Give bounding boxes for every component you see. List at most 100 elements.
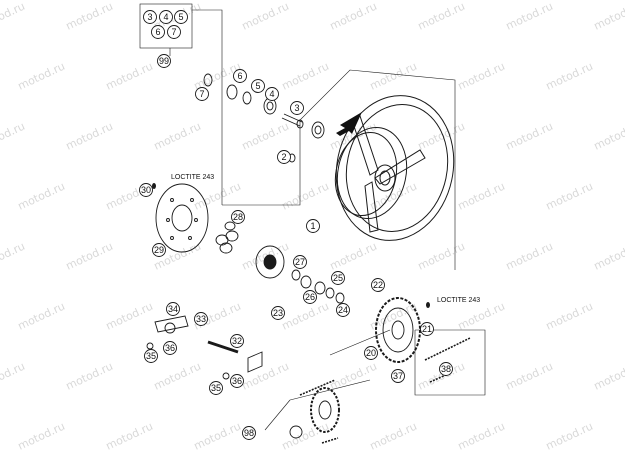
carrier-hub <box>263 254 277 270</box>
chain-adjuster <box>146 315 263 380</box>
callout-26: 26 <box>303 290 317 304</box>
loctite-label: LOCTITE 243 <box>171 174 214 181</box>
callout-circle <box>439 362 453 376</box>
watermark-text: motod.ru <box>240 0 291 33</box>
axle-frame-line <box>192 9 223 205</box>
watermark-text: motod.ru <box>192 180 243 213</box>
watermark-text: motod.ru <box>544 60 595 93</box>
callout-circle <box>242 426 256 440</box>
wheel-hub <box>374 164 396 192</box>
watermark-text: motod.ru <box>152 120 203 153</box>
spacer <box>203 73 213 87</box>
bearing <box>242 91 252 105</box>
callout-25: 25 <box>331 271 345 285</box>
callout-circle <box>420 322 434 336</box>
callout-number: 5 <box>178 12 183 22</box>
adjuster-nut <box>164 322 176 334</box>
chain-box <box>414 329 486 396</box>
callout-21: 21 <box>420 322 434 336</box>
wheel-frame-line <box>222 69 456 270</box>
callout-35: 35 <box>209 381 223 395</box>
callout-2: 2 <box>277 150 291 164</box>
watermark-text: motod.ru <box>368 420 419 453</box>
callout-number: 32 <box>232 336 242 346</box>
callout-circle <box>163 341 177 355</box>
callout-circle <box>194 312 208 326</box>
carrier-seal <box>325 287 335 299</box>
callout-37: 37 <box>391 369 405 383</box>
kit-box <box>139 3 193 49</box>
wheel-hub-bore <box>379 170 391 186</box>
callout-circle <box>277 150 291 164</box>
callout-number: 3 <box>147 12 152 22</box>
screw-part <box>152 183 156 189</box>
callout-circle <box>166 302 180 316</box>
callout-number: 3 <box>294 103 299 113</box>
callout-36: 36 <box>230 374 244 388</box>
watermark-text: motod.ru <box>328 360 379 393</box>
watermark-text: motod.ru <box>280 300 331 333</box>
watermark-text: motod.ru <box>240 360 291 393</box>
watermark-text: motod.ru <box>592 240 625 273</box>
callout-22: 22 <box>371 278 385 292</box>
watermark-text: motod.ru <box>240 120 291 153</box>
callout-6: 6 <box>151 25 165 39</box>
callout-29: 29 <box>152 243 166 257</box>
watermark-text: motod.ru <box>456 180 507 213</box>
seal <box>226 84 238 100</box>
callout-4: 4 <box>159 10 173 24</box>
callout-20: 20 <box>364 346 378 360</box>
callout-circle <box>230 334 244 348</box>
rear-wheel <box>334 95 455 241</box>
callout-circle <box>159 10 173 24</box>
watermark-text: motod.ru <box>280 60 331 93</box>
carrier-body <box>255 245 285 279</box>
sprocket-hub <box>391 320 405 340</box>
watermark-text: motod.ru <box>456 60 507 93</box>
callout-number: 21 <box>422 324 432 334</box>
callout-circle <box>209 381 223 395</box>
disc-hole <box>194 218 198 222</box>
leader-line <box>264 399 291 431</box>
watermark-text: motod.ru <box>504 360 555 393</box>
carrier-spacer <box>291 269 301 281</box>
callout-circle <box>152 243 166 257</box>
callout-number: 30 <box>141 185 151 195</box>
callout-number: 38 <box>441 364 451 374</box>
callout-circle <box>303 290 317 304</box>
watermark-text: motod.ru <box>592 0 625 33</box>
callout-circle <box>144 349 158 363</box>
callout-number: 36 <box>232 376 242 386</box>
callout-38: 38 <box>439 362 453 376</box>
callout-23: 23 <box>271 306 285 320</box>
callout-number: 23 <box>273 308 283 318</box>
wheel-rim-outer <box>335 95 455 241</box>
callout-circle <box>143 10 157 24</box>
callout-number: 29 <box>154 245 164 255</box>
watermark-text: motod.ru <box>0 0 27 33</box>
brake-disc-center <box>171 204 193 232</box>
callout-number: 4 <box>163 12 168 22</box>
sprocket-body <box>382 307 414 353</box>
callout-circle <box>331 271 345 285</box>
callout-3: 3 <box>290 101 304 115</box>
rotation-arrow <box>336 112 362 136</box>
callout-number: 28 <box>233 212 243 222</box>
watermark-text: motod.ru <box>544 420 595 453</box>
damper <box>219 242 233 254</box>
sprocket-teeth <box>310 387 340 433</box>
adjuster-block <box>247 351 263 373</box>
callout-circle <box>371 278 385 292</box>
bearing-inner <box>266 101 274 111</box>
callout-number: 26 <box>305 292 315 302</box>
callout-circle <box>336 303 350 317</box>
callout-number: 35 <box>146 351 156 361</box>
bearing <box>311 121 325 139</box>
nut <box>146 342 154 350</box>
watermark-text: motod.ru <box>504 240 555 273</box>
callout-circle <box>293 255 307 269</box>
callout-35: 35 <box>144 349 158 363</box>
callout-number: 98 <box>244 428 254 438</box>
lower-sprocket <box>289 387 340 439</box>
callout-number: 37 <box>393 371 403 381</box>
